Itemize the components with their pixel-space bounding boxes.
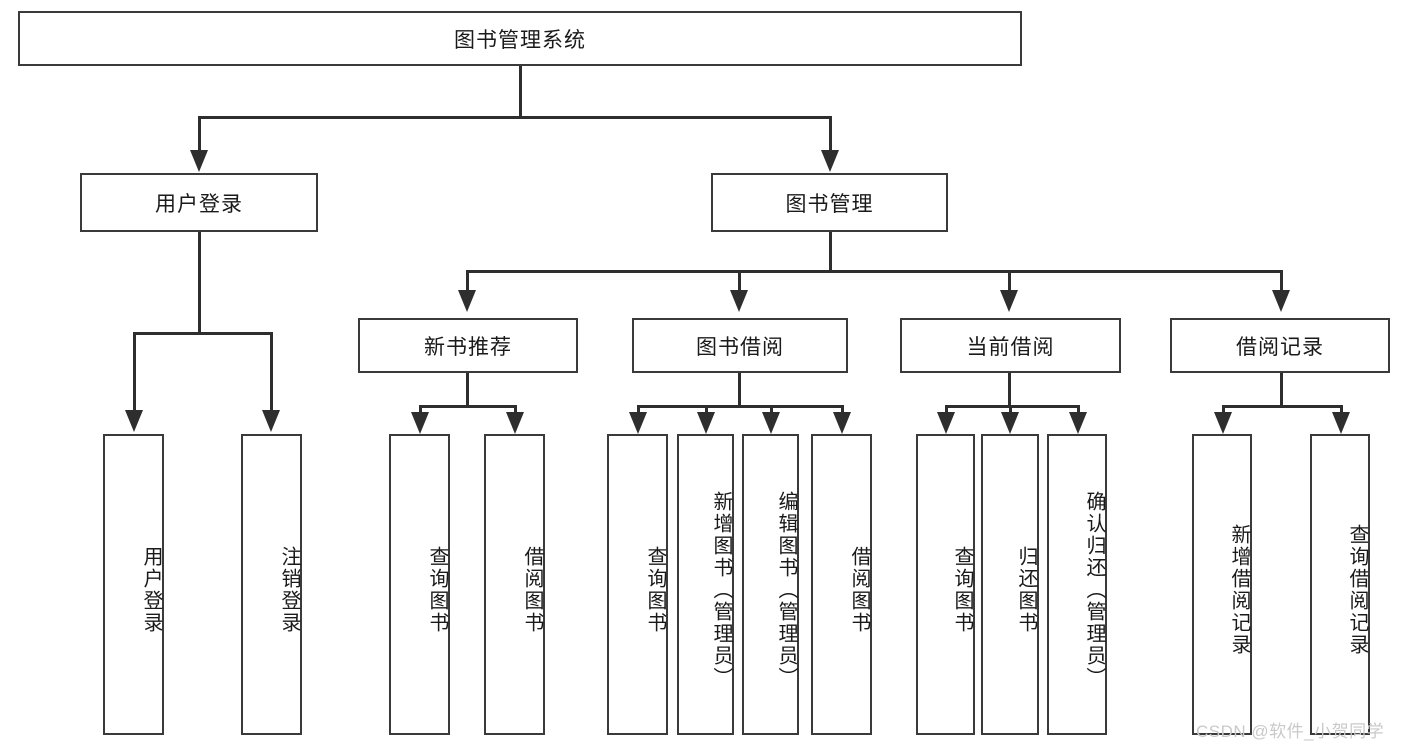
arrowhead-book-borrow xyxy=(730,290,748,312)
edge-book-manage-drop-1 xyxy=(466,270,469,292)
arrowhead-book-borrow-3 xyxy=(762,412,780,434)
node-root-system[interactable]: 图书管理系统 xyxy=(18,11,1022,66)
node-new-book-recommend[interactable]: 新书推荐 xyxy=(358,318,578,373)
edge-book-manage-stem xyxy=(829,232,832,272)
arrowhead-user-login-1 xyxy=(125,410,143,432)
arrowhead-current-borrow-3 xyxy=(1069,412,1087,434)
arrowhead-to-book-manage xyxy=(821,150,839,172)
edge-root-bus xyxy=(198,116,832,119)
edge-book-manage-drop-2 xyxy=(738,270,741,292)
node-book-manage[interactable]: 图书管理 xyxy=(711,173,948,232)
arrowhead-book-borrow-4 xyxy=(833,412,851,434)
edge-book-manage-drop-4 xyxy=(1280,270,1283,292)
edge-new-book-bus xyxy=(419,405,517,408)
edge-book-borrow-stem xyxy=(738,373,741,407)
edge-book-borrow-drop-3 xyxy=(770,405,773,417)
arrowhead-book-borrow-1 xyxy=(629,412,647,434)
edge-borrow-record-drop-2 xyxy=(1340,405,1343,417)
arrowhead-book-borrow-2 xyxy=(697,412,715,434)
leaf-book-borrow-query[interactable]: 查询图书 xyxy=(607,434,668,735)
arrowhead-borrow-record xyxy=(1272,290,1290,312)
edge-book-borrow-drop-2 xyxy=(705,405,708,417)
leaf-user-login-login[interactable]: 用户登录 xyxy=(103,434,164,735)
leaf-new-book-query[interactable]: 查询图书 xyxy=(389,434,450,735)
node-user-login[interactable]: 用户登录 xyxy=(80,173,318,232)
arrowhead-new-book-2 xyxy=(506,412,524,434)
leaf-borrow-record-add[interactable]: 新增借阅记录 xyxy=(1192,434,1252,735)
edge-book-manage-bus xyxy=(466,270,1283,273)
edge-book-borrow-bus xyxy=(637,405,844,408)
edge-user-login-stem xyxy=(198,232,201,334)
edge-current-borrow-drop-3 xyxy=(1077,405,1080,417)
edge-user-login-bus xyxy=(133,332,273,335)
edge-borrow-record-drop-1 xyxy=(1222,405,1225,417)
edge-current-borrow-drop-1 xyxy=(945,405,948,417)
node-book-borrow[interactable]: 图书借阅 xyxy=(632,318,848,373)
arrowhead-current-borrow-1 xyxy=(937,412,955,434)
leaf-user-login-logout[interactable]: 注销登录 xyxy=(241,434,302,735)
arrowhead-new-book xyxy=(458,290,476,312)
leaf-book-borrow-add[interactable]: 新增图书（管理员） xyxy=(677,434,734,735)
edge-new-book-stem xyxy=(466,373,469,407)
leaf-book-borrow-borrow[interactable]: 借阅图书 xyxy=(811,434,872,735)
arrowhead-borrow-record-2 xyxy=(1332,412,1350,434)
arrowhead-user-login-2 xyxy=(262,410,280,432)
leaf-new-book-borrow[interactable]: 借阅图书 xyxy=(484,434,545,735)
edge-book-borrow-drop-4 xyxy=(841,405,844,417)
arrowhead-borrow-record-1 xyxy=(1214,412,1232,434)
arrowhead-current-borrow-2 xyxy=(1001,412,1019,434)
node-borrow-record[interactable]: 借阅记录 xyxy=(1170,318,1390,373)
edge-user-login-drop-2 xyxy=(270,332,273,412)
edge-new-book-drop-1 xyxy=(419,405,422,417)
arrowhead-current-borrow xyxy=(1000,290,1018,312)
leaf-current-borrow-query[interactable]: 查询图书 xyxy=(916,434,975,735)
edge-root-drop-left xyxy=(198,116,201,152)
leaf-current-borrow-return[interactable]: 归还图书 xyxy=(981,434,1039,735)
csdn-watermark: CSDN @软件_小贺同学 xyxy=(1196,722,1385,741)
edge-current-borrow-drop-2 xyxy=(1009,405,1012,417)
node-current-borrow[interactable]: 当前借阅 xyxy=(900,318,1121,373)
edge-borrow-record-stem xyxy=(1280,373,1283,407)
edge-current-borrow-stem xyxy=(1008,373,1011,407)
edge-book-manage-drop-3 xyxy=(1008,270,1011,292)
edge-current-borrow-bus xyxy=(945,405,1080,408)
arrowhead-new-book-1 xyxy=(411,412,429,434)
edge-root-stem xyxy=(519,66,522,118)
leaf-current-borrow-confirm[interactable]: 确认归还（管理员） xyxy=(1047,434,1107,735)
leaf-borrow-record-query[interactable]: 查询借阅记录 xyxy=(1310,434,1370,735)
edge-new-book-drop-2 xyxy=(514,405,517,417)
edge-book-borrow-drop-1 xyxy=(637,405,640,417)
arrowhead-to-user-login xyxy=(190,150,208,172)
edge-root-drop-right xyxy=(829,116,832,152)
leaf-book-borrow-edit[interactable]: 编辑图书（管理员） xyxy=(742,434,799,735)
edge-user-login-drop-1 xyxy=(133,332,136,412)
edge-borrow-record-bus xyxy=(1222,405,1343,408)
